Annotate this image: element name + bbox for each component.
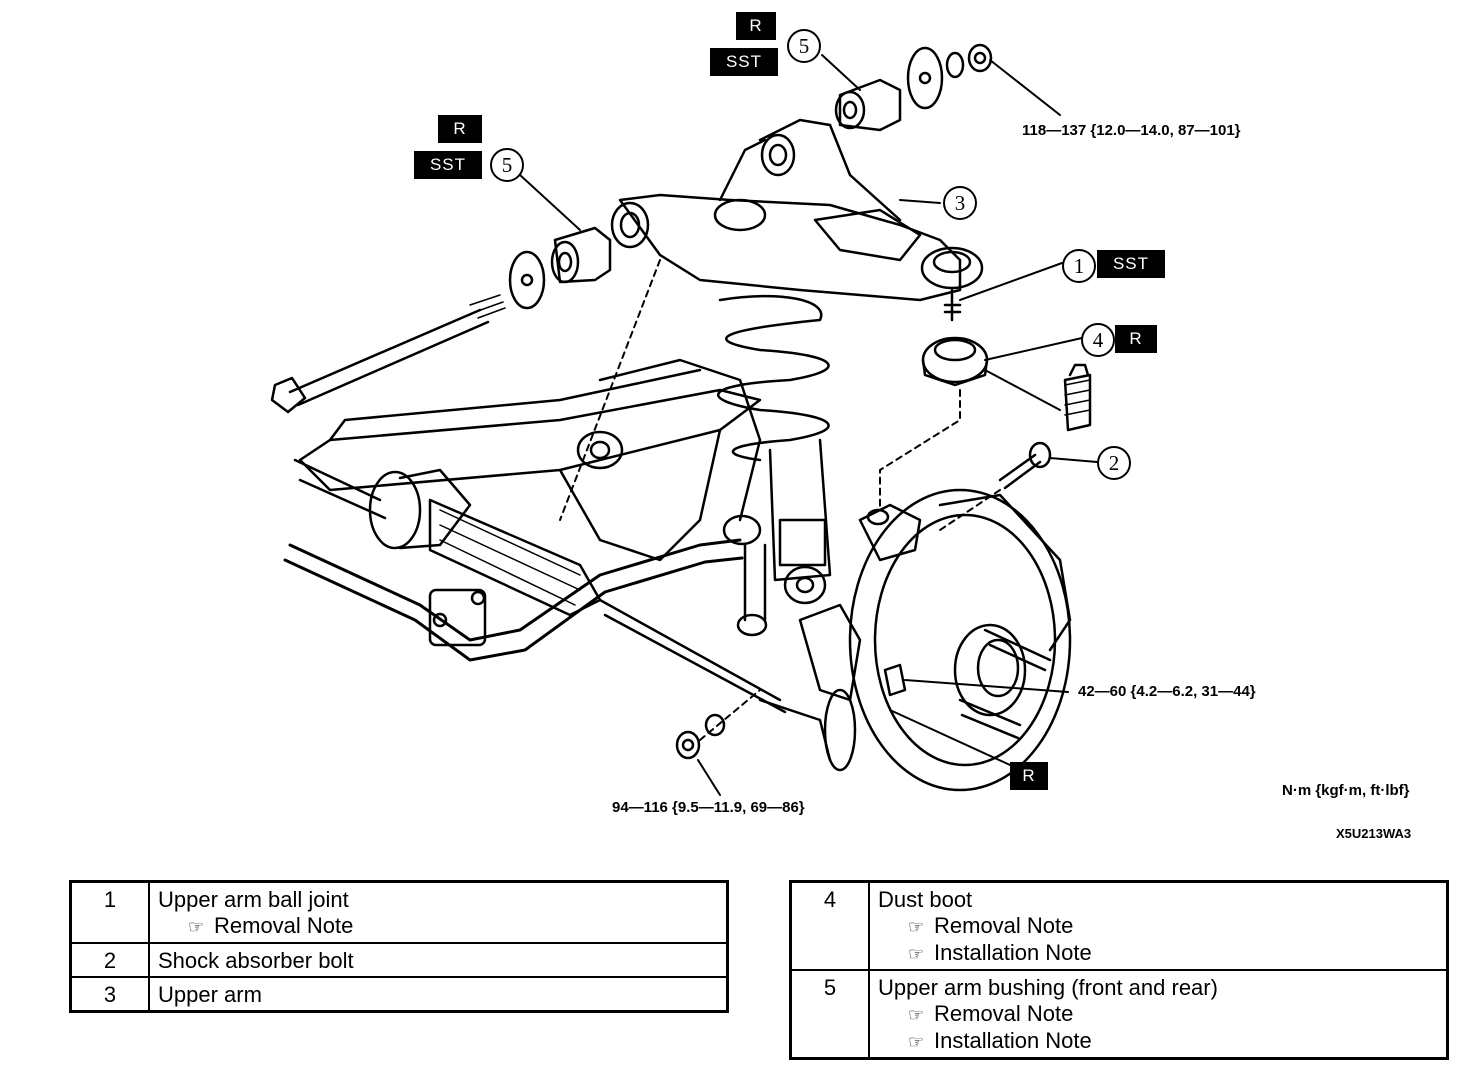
pointing-hand-icon: ☞ xyxy=(908,917,925,937)
torque-upper-arm-nut: 118—137 {12.0—14.0, 87—101} xyxy=(1022,122,1241,139)
part-name: Dust boot xyxy=(878,887,973,912)
part-cell: Dust boot ☞ Removal Note ☞ Installation No… xyxy=(868,880,1449,971)
replace-tag: R xyxy=(438,115,482,143)
leader-lines xyxy=(519,54,1098,796)
part-cell: Upper arm bushing (front and rear) ☞ Remo… xyxy=(868,969,1449,1060)
note-label: Installation Note xyxy=(934,940,1092,965)
note-label: Removal Note xyxy=(934,1001,1074,1026)
part-cell: Upper arm ball joint ☞ Removal Note xyxy=(148,880,729,944)
note-label: Removal Note xyxy=(934,913,1074,938)
note-link[interactable]: ☞ Removal Note xyxy=(158,913,718,940)
parts-table-left: 1 Upper arm ball joint ☞ Removal Note 2 S… xyxy=(69,880,729,1013)
front-bushing-group xyxy=(270,226,612,414)
note-link[interactable]: ☞ Removal Note xyxy=(878,913,1438,940)
replace-tag: R xyxy=(736,12,776,40)
stabilizer-bar xyxy=(283,514,768,662)
pointing-hand-icon: ☞ xyxy=(188,917,205,937)
callout-1: 1 xyxy=(1062,249,1096,283)
torque-units: N·m {kgf·m, ft·lbf} xyxy=(1282,782,1410,799)
pointing-hand-icon: ☞ xyxy=(908,1005,925,1025)
part-number: 4 xyxy=(789,880,870,971)
replace-tag: R xyxy=(1115,325,1157,353)
sst-tag: SST xyxy=(710,48,778,76)
upper-arm xyxy=(610,118,984,322)
part-name: Upper arm ball joint xyxy=(158,887,349,912)
pointing-hand-icon: ☞ xyxy=(908,1032,925,1052)
callout-2: 2 xyxy=(1097,446,1131,480)
part-name: Shock absorber bolt xyxy=(148,942,729,978)
subframe xyxy=(298,358,762,562)
table-row: 2 Shock absorber bolt xyxy=(69,942,729,978)
spring-shock xyxy=(716,294,832,605)
table-row: 3 Upper arm xyxy=(69,976,729,1013)
sst-tag: SST xyxy=(1097,250,1165,278)
parts-table-right: 4 Dust boot ☞ Removal Note ☞ Installation … xyxy=(789,880,1449,1060)
part-number: 2 xyxy=(69,942,150,978)
table-row: 5 Upper arm bushing (front and rear) ☞ Re… xyxy=(789,969,1449,1060)
dust-boot-group xyxy=(921,336,1092,432)
pointing-hand-icon: ☞ xyxy=(908,944,925,964)
replace-tag: R xyxy=(1010,762,1048,790)
steering-rack xyxy=(293,458,832,762)
part-number: 5 xyxy=(789,969,870,1060)
note-label: Installation Note xyxy=(934,1028,1092,1053)
part-name: Upper arm bushing (front and rear) xyxy=(878,975,1218,1000)
sst-tag: SST xyxy=(414,151,482,179)
note-link[interactable]: ☞ Installation Note xyxy=(878,1028,1438,1055)
callout-4: 4 xyxy=(1081,323,1115,357)
torque-ball-joint-nut: 42—60 {4.2—6.2, 31—44} xyxy=(1078,683,1256,700)
part-number: 3 xyxy=(69,976,150,1013)
table-row: 4 Dust boot ☞ Removal Note ☞ Installation … xyxy=(789,880,1449,971)
part-number: 1 xyxy=(69,880,150,944)
figure-code: X5U213WA3 xyxy=(1336,826,1412,841)
table-row: 1 Upper arm ball joint ☞ Removal Note xyxy=(69,880,729,944)
bolts-nuts xyxy=(675,441,1052,760)
part-name: Upper arm xyxy=(148,976,729,1013)
callout-5-front: 5 xyxy=(490,148,524,182)
callout-3: 3 xyxy=(943,186,977,220)
torque-shock-nut: 94—116 {9.5—11.9, 69—86} xyxy=(612,799,805,816)
note-link[interactable]: ☞ Installation Note xyxy=(878,940,1438,967)
exploded-suspension-diagram xyxy=(270,43,1098,796)
note-link[interactable]: ☞ Removal Note xyxy=(878,1001,1438,1028)
knuckle-disc xyxy=(798,488,1072,792)
note-label: Removal Note xyxy=(214,913,354,938)
rear-bushing-group xyxy=(834,43,993,132)
callout-5-rear: 5 xyxy=(787,29,821,63)
